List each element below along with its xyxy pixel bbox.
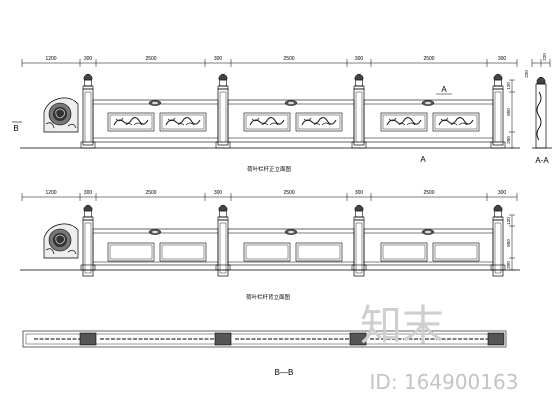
height-dimension-chain — [509, 214, 515, 271]
height-dimension-chain — [509, 79, 515, 149]
newel-post — [82, 204, 94, 277]
watermark: 知末 ID: 164900163 — [360, 301, 518, 394]
height-dim-label: 120 — [506, 82, 511, 90]
dim-label: 300 — [214, 190, 223, 196]
dim-label: 300 — [498, 56, 507, 62]
section-width-dim: 220 — [542, 53, 547, 61]
newel-post — [217, 73, 229, 146]
section-mark-a-lower: A — [420, 155, 426, 164]
dim-label: 2500 — [145, 56, 156, 62]
plain-panel — [243, 242, 291, 262]
section-a-a: 220 220 A-A — [524, 53, 552, 165]
section-mark-a: A — [441, 85, 447, 94]
carved-medallion — [148, 99, 162, 107]
plain-panel — [295, 242, 343, 262]
drawing-caption-front: 荷叶栏杆正立面图 — [247, 165, 292, 173]
scroll-end-piece — [43, 223, 79, 259]
top-dimension-chain — [21, 59, 518, 67]
plain-panel — [159, 242, 207, 262]
carved-medallion — [284, 228, 298, 236]
carved-medallion — [148, 228, 162, 236]
dim-label: 300 — [84, 190, 93, 196]
newel-post — [492, 204, 504, 277]
bottom-dimension-chain — [21, 193, 518, 201]
dim-label: 300 — [214, 56, 223, 62]
relief-panel — [159, 112, 207, 132]
dim-label: 2500 — [423, 56, 434, 62]
dim-label: 300 — [498, 190, 507, 196]
height-dim-label: 850 — [506, 239, 511, 247]
plan-b-b: B—B — [22, 330, 507, 377]
plain-panel — [107, 242, 155, 262]
dim-label: 300 — [355, 190, 364, 196]
watermark-logo: 知末 — [360, 301, 444, 350]
elevation-back: 1200 300 2500 300 2500 300 2500 300 — [20, 190, 520, 301]
elevation-front: 1200 300 2500 300 2500 300 2500 300 — [12, 56, 520, 173]
relief-panel — [380, 112, 428, 132]
newel-post — [492, 73, 504, 146]
carved-medallion — [421, 228, 435, 236]
post-bases — [80, 264, 506, 271]
newel-post — [353, 204, 365, 277]
plain-panel — [432, 242, 480, 262]
relief-panel — [295, 112, 343, 132]
dim-label: 2500 — [145, 190, 156, 196]
dim-label: 2500 — [283, 56, 294, 62]
dim-label: 300 — [84, 56, 93, 62]
watermark-id: ID: 164900163 — [370, 370, 519, 394]
newel-post — [217, 204, 229, 277]
dim-label: 1200 — [45, 56, 56, 62]
relief-panel — [107, 112, 155, 132]
newel-post — [353, 73, 365, 146]
relief-panel — [432, 112, 480, 132]
dim-label: 2500 — [283, 190, 294, 196]
dim-label: 1200 — [45, 190, 56, 196]
post-bases — [80, 141, 506, 149]
section-mark-b: B — [13, 124, 18, 133]
height-dim-label: 200 — [506, 136, 511, 144]
dim-label: 2500 — [423, 190, 434, 196]
newel-post — [82, 73, 94, 146]
height-dim-label: 850 — [506, 108, 511, 116]
dim-label: 300 — [355, 56, 364, 62]
carved-medallion — [421, 99, 435, 107]
plain-panel — [380, 242, 428, 262]
height-dim-label: 120 — [506, 217, 511, 225]
scroll-end-piece — [43, 97, 79, 133]
height-dim-label: 200 — [506, 261, 511, 269]
drawing-caption-back: 荷叶栏杆背立面图 — [246, 293, 291, 301]
relief-panel — [243, 112, 291, 132]
section-label: A-A — [535, 156, 549, 165]
section-width-dim: 220 — [524, 70, 529, 78]
carved-medallion — [284, 99, 298, 107]
plan-label: B—B — [275, 368, 294, 377]
